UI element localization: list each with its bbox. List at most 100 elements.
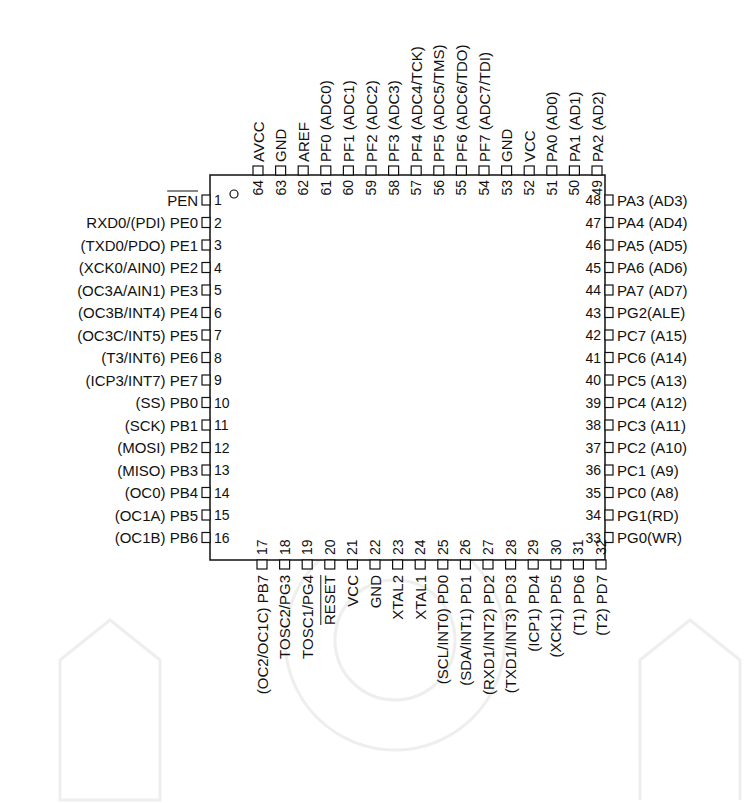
pin-number: 49 — [590, 180, 604, 196]
pin-stub — [202, 375, 210, 385]
pin-name: (XCK1) PD5 — [548, 575, 563, 658]
pin-stub — [605, 510, 613, 520]
pin1-mark — [230, 190, 238, 198]
pin-number: 11 — [214, 418, 229, 432]
pin-name: PA0 (AD0) — [544, 91, 559, 162]
pin-name: PA2 (AD2) — [590, 91, 605, 162]
pin-number: 6 — [214, 306, 222, 320]
pin-number: 16 — [214, 531, 230, 545]
pin-name: PF3 (ADC3) — [386, 80, 401, 162]
pin-name: (MISO) PB3 — [117, 463, 198, 478]
pin-name: (T1) PD6 — [571, 575, 586, 636]
pin-stub — [202, 510, 210, 520]
pin-number: 22 — [368, 539, 382, 555]
pin-stub — [605, 465, 613, 475]
pin-number: 12 — [214, 441, 230, 455]
pin-stub — [502, 166, 512, 175]
pin-name: (OC3C/INT5) PE5 — [77, 328, 198, 343]
pin-stub — [202, 330, 210, 340]
pin-name: (OC2/OC1C) PB7 — [255, 575, 270, 694]
pin-stub — [605, 195, 613, 205]
pin-stub — [366, 166, 376, 175]
pin-stub — [302, 560, 312, 569]
pin-stub — [202, 533, 210, 543]
pin-number: 62 — [296, 180, 310, 196]
pin-name: AREF — [296, 122, 311, 162]
pin-number: 10 — [214, 396, 230, 410]
pin-name: PF1 (ADC1) — [341, 80, 356, 162]
pin-number: 58 — [387, 180, 401, 196]
pin-stub — [202, 285, 210, 295]
pin-name: XTAL1 — [413, 575, 428, 620]
pin-name: PEN — [167, 193, 198, 208]
pin-number: 40 — [585, 373, 601, 387]
pin-stub — [393, 560, 403, 569]
pin-stub — [298, 166, 308, 175]
pin-number: 55 — [454, 180, 468, 196]
pin-number: 61 — [319, 180, 333, 196]
pin-stub — [605, 488, 613, 498]
pin-number: 28 — [504, 539, 518, 555]
pin-name: PF2 (ADC2) — [364, 80, 379, 162]
pin-number: 53 — [500, 180, 514, 196]
pin-name: PC1 (A9) — [617, 463, 679, 478]
pin-name: XTAL2 — [390, 575, 405, 620]
pin-stub — [605, 375, 613, 385]
pin-name: PC7 (A15) — [617, 328, 687, 343]
pin-name: PC4 (A12) — [617, 395, 687, 410]
pin-number: 38 — [585, 418, 601, 432]
pin-stub — [524, 166, 534, 175]
pin-number: 63 — [274, 180, 288, 196]
pin-stub — [605, 443, 613, 453]
pin-stub — [592, 166, 602, 175]
pin-stubs — [202, 166, 613, 569]
pin-stub — [479, 166, 489, 175]
pin-number: 37 — [585, 441, 601, 455]
pin-number: 34 — [585, 508, 601, 522]
pin-number: 30 — [549, 539, 563, 555]
pin-stub — [202, 398, 210, 408]
pin-number: 59 — [364, 180, 378, 196]
pin-number: 25 — [436, 539, 450, 555]
pin-stub — [202, 353, 210, 363]
pin-name: PA7 (AD7) — [617, 283, 688, 298]
pin-stub — [605, 218, 613, 228]
pin-number: 44 — [585, 283, 601, 297]
pin-name: (RXD1/INT2) PD2 — [481, 575, 496, 695]
pin-name: RXD0/(PDI) PE0 — [86, 215, 198, 230]
pin-name: (XCK0/AIN0) PE2 — [79, 260, 198, 275]
pin-stub — [605, 240, 613, 250]
pin-name: PA5 (AD5) — [617, 238, 688, 253]
pin-name: (OC0) PB4 — [125, 485, 198, 500]
pin-number: 56 — [432, 180, 446, 196]
pin-stub — [202, 263, 210, 273]
pin-number: 50 — [567, 180, 581, 196]
pin-name: PC2 (A10) — [617, 440, 687, 455]
pin-name: GND — [368, 575, 383, 608]
pin-name: PA4 (AD4) — [617, 215, 688, 230]
pin-stub — [276, 166, 286, 175]
pin-number: 29 — [526, 539, 540, 555]
pin-stub — [202, 443, 210, 453]
pin-name: PF5 (ADC5/TMS) — [431, 44, 446, 162]
pin-name: PA1 (AD1) — [567, 91, 582, 162]
pin-name: (OC1B) PB6 — [115, 530, 198, 545]
pin-name: PF7 (ADC7/TDI) — [477, 52, 492, 162]
pin-number: 31 — [571, 539, 585, 555]
pin-stub — [605, 398, 613, 408]
pin-number: 3 — [214, 238, 222, 252]
pin-number: 14 — [214, 486, 230, 500]
pin-number: 24 — [413, 539, 427, 555]
pin-stub — [605, 285, 613, 295]
pin-number: 8 — [214, 351, 222, 365]
pin-number: 2 — [214, 216, 222, 230]
pin-number: 64 — [251, 180, 265, 196]
pin-name: (SS) PB0 — [135, 395, 198, 410]
pin-stub — [605, 263, 613, 273]
pin-name: (OC3B/INT4) PE4 — [78, 305, 198, 320]
pin-number: 52 — [522, 180, 536, 196]
pin-stub — [202, 195, 210, 205]
pin-name: (T3/INT6) PE6 — [101, 350, 198, 365]
pin-stub — [202, 488, 210, 498]
pin-name: AVCC — [251, 121, 266, 162]
